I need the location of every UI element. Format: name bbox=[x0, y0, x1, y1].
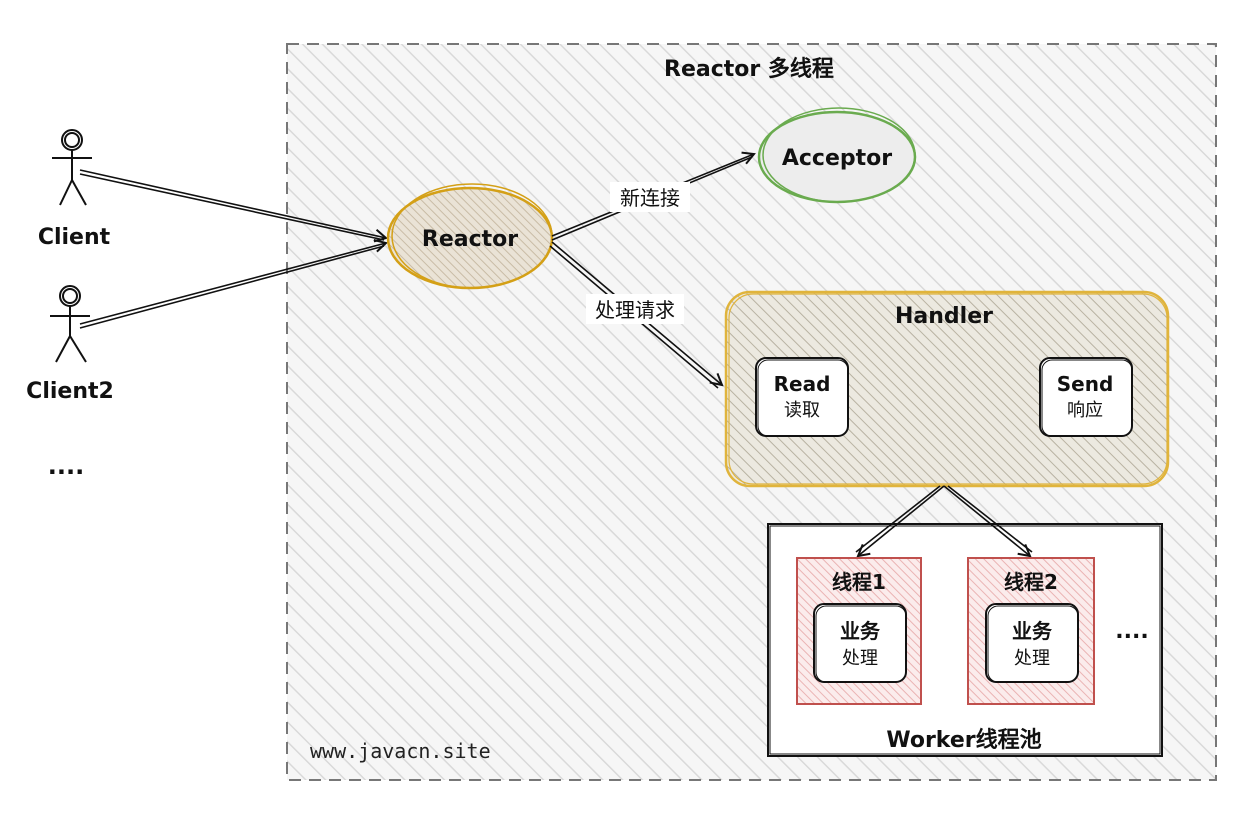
thread-2-task-box bbox=[985, 603, 1079, 683]
worker-pool-title: Worker线程池 bbox=[886, 727, 1041, 753]
thread-2-task-label: 业务 bbox=[1012, 619, 1053, 643]
read-sub-label: 读取 bbox=[784, 400, 820, 421]
client-2-figure-icon bbox=[50, 285, 90, 363]
new-connection-label-bg bbox=[610, 182, 690, 212]
client-1-label: Client bbox=[38, 225, 111, 250]
client-1-figure-icon bbox=[52, 129, 92, 206]
client-2-label: Client2 bbox=[26, 379, 114, 404]
thread-1-label: 线程1 bbox=[832, 570, 886, 594]
handler-to-worker-edges bbox=[855, 485, 1033, 556]
thread-1-task-label: 业务 bbox=[840, 619, 881, 643]
reactor-label: Reactor bbox=[422, 227, 518, 252]
thread-1-task-sub-label: 处理 bbox=[842, 648, 878, 669]
acceptor-node bbox=[757, 107, 917, 204]
container-title: Reactor 多线程 bbox=[664, 56, 834, 82]
handler-title: Handler bbox=[895, 304, 993, 329]
more-clients-ellipsis: .... bbox=[48, 452, 84, 480]
send-sub-label: 响应 bbox=[1067, 400, 1103, 421]
handle-request-label-bg bbox=[586, 294, 684, 324]
client-to-reactor-edges bbox=[79, 169, 386, 329]
thread-2-task-sub-label: 处理 bbox=[1014, 648, 1050, 669]
thread-2-label: 线程2 bbox=[1004, 570, 1058, 594]
reactor-node bbox=[386, 183, 554, 290]
more-threads-ellipsis: .... bbox=[1115, 619, 1148, 644]
acceptor-label: Acceptor bbox=[782, 146, 892, 171]
watermark-text: www.javacn.site bbox=[310, 739, 491, 763]
send-box bbox=[1039, 357, 1133, 437]
read-label: Read bbox=[774, 372, 831, 396]
read-box bbox=[755, 357, 849, 437]
handle-request-label: 处理请求 bbox=[595, 298, 675, 322]
handler-box bbox=[724, 290, 1170, 488]
send-label: Send bbox=[1057, 372, 1114, 396]
thread-1-task-box bbox=[813, 603, 907, 683]
new-connection-label: 新连接 bbox=[620, 186, 680, 210]
